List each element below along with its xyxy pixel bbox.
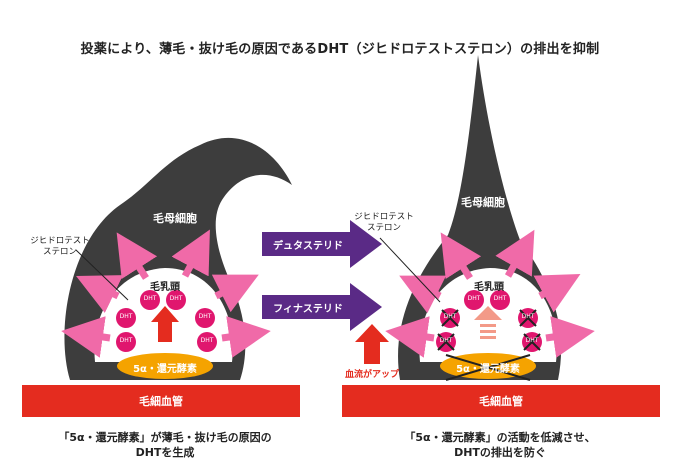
- drug-arrow-2: [262, 283, 382, 331]
- left-pink-arrows: [61, 229, 271, 358]
- left-enzyme-label: 5α・還元酵素: [133, 364, 197, 375]
- left-dht-2: [140, 290, 160, 310]
- left-figure: [22, 137, 300, 417]
- right-dht-text-5: DHT: [439, 337, 453, 344]
- right-dht-text-6: DHT: [525, 337, 539, 344]
- left-dht-text-6: DHT: [200, 337, 214, 344]
- right-dht-2: [464, 290, 484, 310]
- left-caption-line-1: 「5α・還元酵素」が薄毛・抜け毛の原因の: [58, 431, 272, 444]
- left-dht-4: [195, 308, 215, 328]
- blood-flow-label: 血流がアップ: [344, 370, 399, 380]
- blood-up-arrow: [355, 324, 389, 364]
- left-dht-text-2: DHT: [143, 295, 157, 302]
- left-cell-label: 毛母細胞: [153, 212, 197, 225]
- right-dht-text-2: DHT: [467, 295, 481, 302]
- right-caption-line-2: DHTの排出を防ぐ: [454, 446, 546, 459]
- left-dht-6: [197, 332, 217, 352]
- drug-arrow-1: [262, 220, 382, 268]
- left-capillary: [22, 385, 300, 417]
- left-caption: 「5α・還元酵素」が薄毛・抜け毛の原因の DHTを生成: [15, 430, 315, 460]
- right-papilla-label: 毛乳頭: [474, 282, 504, 293]
- left-dht-text-5: DHT: [119, 337, 133, 344]
- right-crosses: [437, 309, 541, 381]
- left-dht-text-3: DHT: [169, 295, 183, 302]
- right-cell-label: 毛母細胞: [461, 196, 505, 209]
- right-vessel-label: 毛細血管: [479, 395, 523, 408]
- right-dht-text-1: DHT: [443, 313, 457, 320]
- right-faded-arrow: [474, 306, 502, 339]
- page-title: 投薬により、薄毛・抜け毛の原因であるDHT（ジヒドロテストステロン）の排出を抑制: [80, 42, 600, 57]
- right-dht-text-3: DHT: [493, 295, 507, 302]
- left-papilla-label: 毛乳頭: [150, 282, 180, 293]
- right-dht-pointer: [379, 237, 441, 303]
- drug-2-label: フィナステリド: [273, 304, 343, 315]
- left-dht-text-4: DHT: [198, 313, 212, 320]
- right-caption: 「5α・還元酵素」の活動を低減させ、 DHTの排出を防ぐ: [345, 430, 655, 460]
- left-dht-5: [116, 332, 136, 352]
- left-vessel-label: 毛細血管: [139, 395, 183, 408]
- right-dht-3: [490, 290, 510, 310]
- right-dht-text-4: DHT: [521, 313, 535, 320]
- left-dht-pointer: [75, 249, 129, 301]
- left-dht-3: [166, 290, 186, 310]
- right-dht-label: ジヒドロテスト ステロン: [354, 212, 414, 233]
- right-caption-line-1: 「5α・還元酵素」の活動を低減させ、: [404, 431, 596, 444]
- drug-1-label: デュタステリド: [273, 241, 343, 252]
- right-figure: [342, 55, 660, 417]
- left-dht-text-1: DHT: [119, 313, 133, 320]
- left-up-arrow: [151, 306, 179, 342]
- left-dht-label: ジヒドロテスト ステロン: [30, 236, 90, 257]
- right-enzyme-label: 5α・還元酵素: [456, 364, 520, 375]
- right-pink-arrows: [385, 229, 595, 358]
- left-enzyme: [117, 353, 213, 379]
- left-caption-line-2: DHTを生成: [135, 446, 195, 459]
- right-capillary: [342, 385, 660, 417]
